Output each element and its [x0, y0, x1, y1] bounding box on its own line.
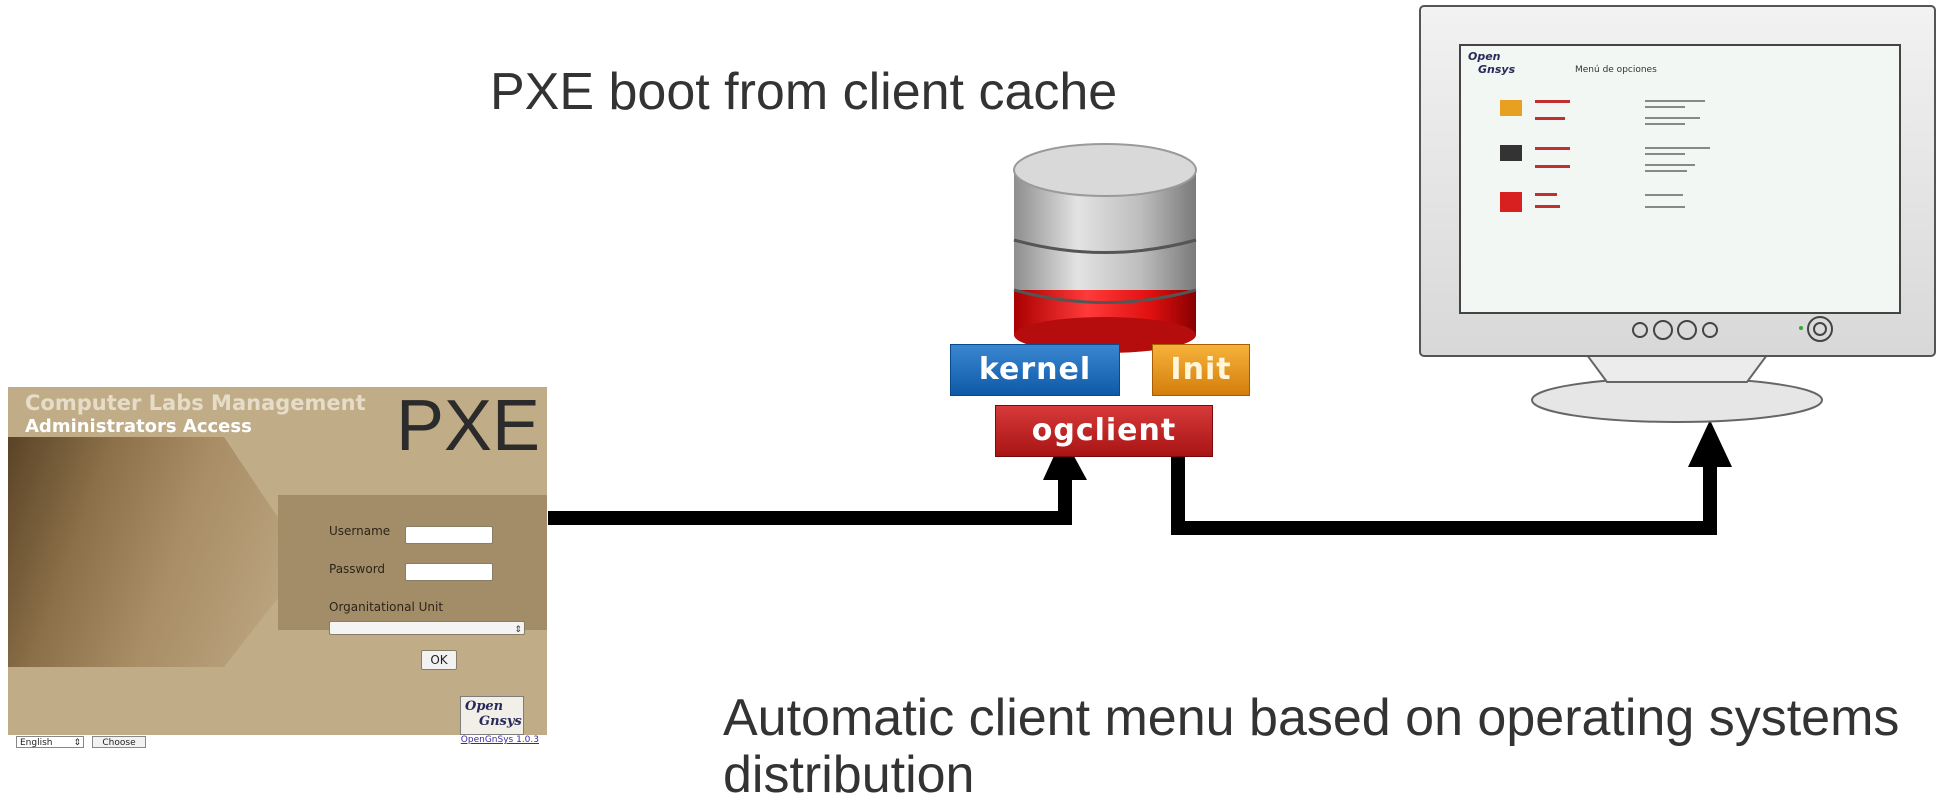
password-label: Password	[329, 562, 386, 576]
logo-line2: Gnsys	[479, 714, 522, 729]
choose-button[interactable]: Choose	[92, 736, 146, 748]
username-label: Username	[329, 524, 391, 538]
login-footer: English ⇕ Choose OpenGnSys 1.0.3	[8, 735, 547, 749]
ok-button[interactable]: OK	[421, 650, 457, 670]
password-field[interactable]	[405, 563, 493, 581]
monitor-icon	[1419, 5, 1936, 423]
version-link[interactable]: OpenGnSys 1.0.3	[460, 735, 539, 745]
student-photo	[8, 437, 278, 667]
arrowhead-monitor	[1688, 420, 1732, 467]
monitor-menu-title: Menú de opciones	[1575, 65, 1657, 75]
kernel-badge: kernel	[950, 344, 1120, 396]
login-panel: Computer Labs Management Administrators …	[8, 387, 547, 749]
opengnsys-logo: Open Gnsys	[460, 696, 524, 735]
language-value: English	[20, 738, 53, 748]
language-select[interactable]: English ⇕	[16, 736, 84, 748]
arrowhead-ogclient	[1043, 436, 1087, 480]
login-subheading: Administrators Access	[25, 416, 252, 437]
monitor-logo-line1: Open	[1468, 50, 1501, 63]
flow-arrows	[548, 420, 1732, 535]
bottom-title-line1: Automatic client menu based on operating…	[723, 689, 1900, 747]
database-icon	[1013, 143, 1197, 353]
select-arrows-icon: ⇕	[73, 738, 81, 748]
top-title: PXE boot from client cache	[490, 63, 1118, 121]
init-badge: Init	[1152, 344, 1250, 396]
arrow-ogclient-to-monitor	[1171, 457, 1717, 535]
username-field[interactable]	[405, 526, 493, 544]
logo-line1: Open	[465, 699, 504, 714]
pxe-label: PXE	[396, 387, 541, 466]
monitor-logo-line2: Gnsys	[1478, 63, 1516, 76]
login-form-band	[278, 495, 547, 630]
ogclient-badge: ogclient	[995, 405, 1213, 457]
ou-select[interactable]: ⇕	[329, 621, 525, 635]
arrow-login-to-ogclient	[548, 470, 1072, 525]
login-heading: Computer Labs Management	[25, 391, 366, 415]
ou-label: Organitational Unit	[329, 600, 444, 614]
